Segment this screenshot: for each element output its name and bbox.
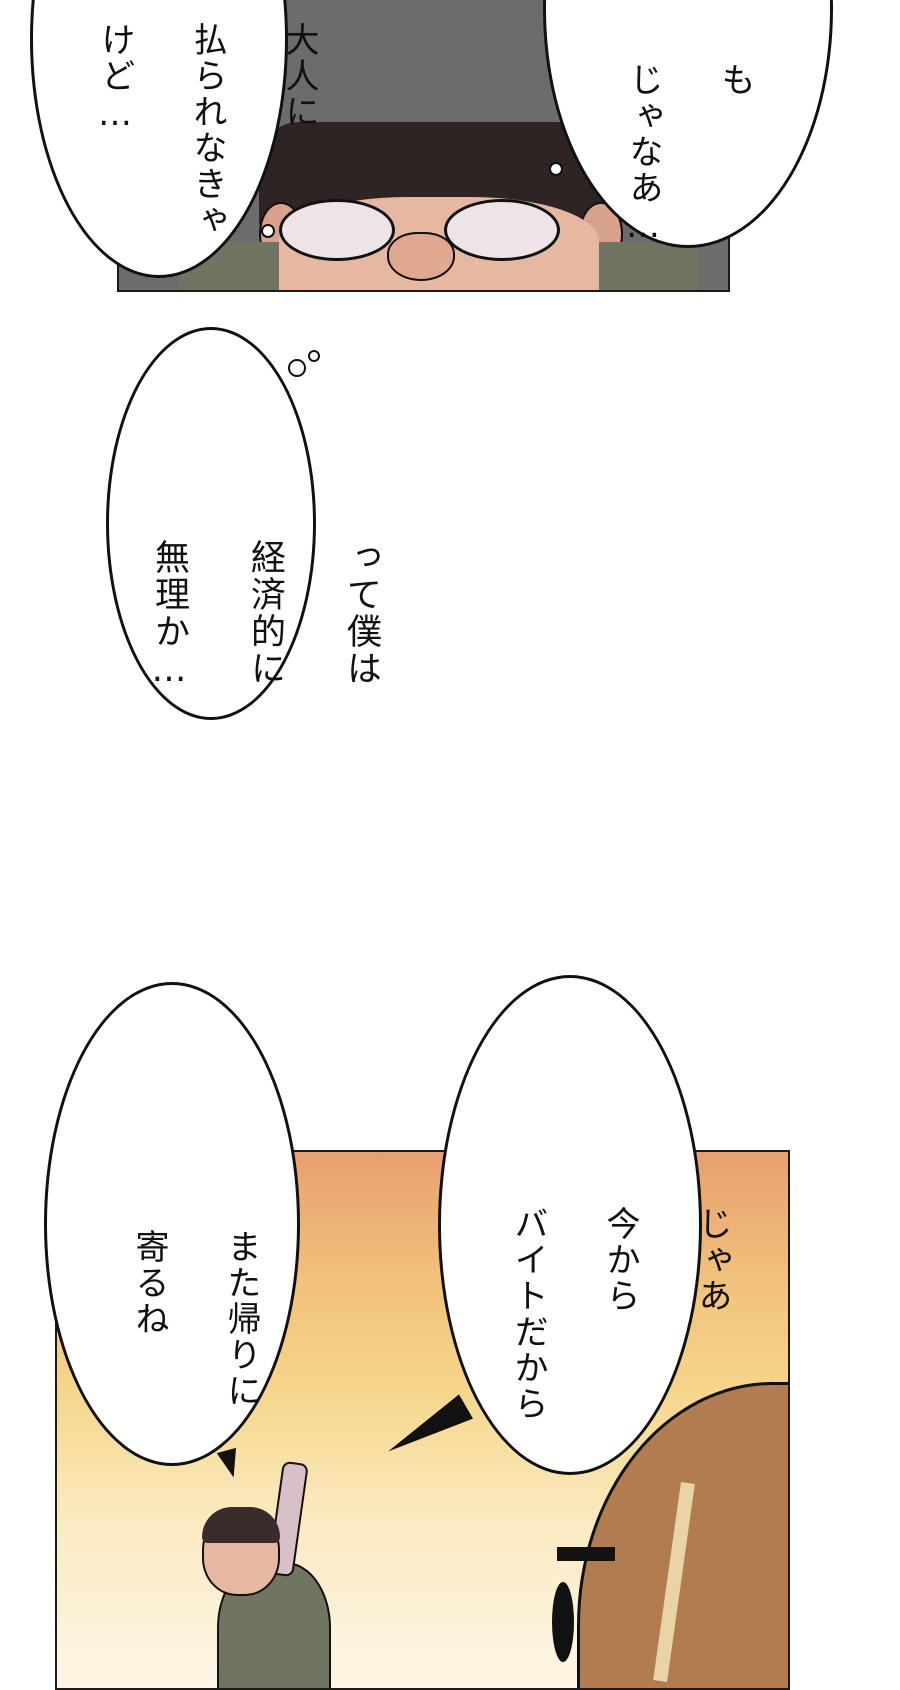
speech-bubble-leaving	[44, 982, 300, 1466]
character-eye	[552, 1582, 574, 1662]
speech-line: じゃなあ…	[623, 62, 663, 248]
speech-text-leaving: また帰りに 寄るね	[126, 1145, 310, 1409]
waving-character-hair	[202, 1507, 280, 1543]
character-eyebrow	[557, 1547, 615, 1561]
thought-line: 経済的に	[245, 539, 285, 687]
speech-line: 払られなきゃ	[187, 22, 227, 238]
speech-line: も	[715, 62, 755, 98]
speech-line: また帰りに	[221, 1229, 261, 1409]
glasses-lens-left	[279, 199, 395, 261]
thought-text: って僕は 経済的に 無理か…	[145, 455, 433, 692]
thought-bubble-tail-dot	[288, 359, 306, 377]
thought-line: 無理か…	[149, 539, 189, 692]
speech-text-left: 大人に 払られなきゃ けど…	[92, 0, 368, 238]
character-nose	[387, 232, 455, 281]
thought-line: って僕は	[341, 539, 381, 687]
thought-bubble	[106, 327, 316, 720]
sweat-drop-icon	[261, 224, 275, 238]
speech-line: バイトだから	[508, 1206, 548, 1422]
speech-line: 寄るね	[129, 1229, 169, 1337]
sweat-drop-icon	[549, 162, 563, 176]
glasses-lens-right	[444, 199, 560, 261]
speech-line: 大人に	[279, 22, 319, 130]
speech-bubble-parttime	[438, 975, 702, 1475]
speech-text-right: も じゃなあ…	[620, 0, 804, 248]
thought-bubble-tail-dot	[308, 350, 320, 362]
speech-line: 今から	[600, 1206, 640, 1314]
speech-line: けど…	[95, 22, 135, 136]
speech-text-parttime: じゃあ 今から バイトだから	[505, 1122, 781, 1422]
speech-line: じゃあ	[692, 1206, 732, 1314]
